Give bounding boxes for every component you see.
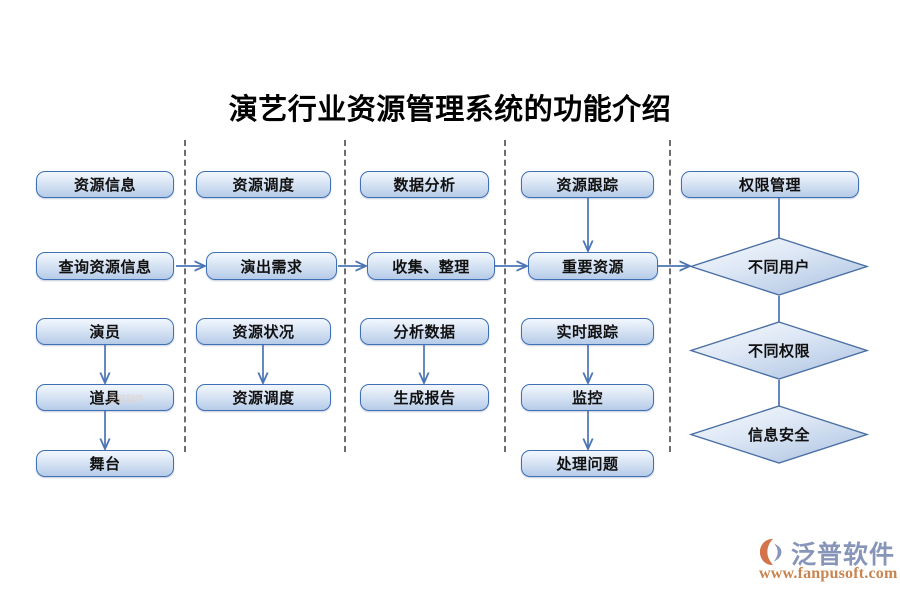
node-performer[interactable]: 演员 — [36, 318, 174, 345]
node-props[interactable]: 道具 — [36, 384, 174, 411]
node-generate-report[interactable]: 生成报告 — [360, 384, 489, 411]
column-divider-3 — [504, 140, 506, 452]
node-handle-issue[interactable]: 处理问题 — [521, 450, 654, 477]
node-label: 不同用户 — [747, 259, 810, 276]
brand-logo: 泛普软件 www.fanpusoft.com — [758, 535, 897, 587]
node-header-resource-scheduling[interactable]: 资源调度 — [196, 171, 331, 198]
node-header-permission-management[interactable]: 权限管理 — [681, 171, 859, 198]
node-analyze-data[interactable]: 分析数据 — [360, 318, 489, 345]
brand-name: 泛普软件 — [791, 541, 896, 569]
node-resource-dispatch[interactable]: 资源调度 — [196, 384, 331, 411]
node-query-resource-info[interactable]: 查询资源信息 — [36, 252, 174, 280]
brand-url: www.fanpusoft.com — [759, 565, 898, 582]
node-information-security[interactable]: 信息安全 — [688, 405, 870, 464]
fanpu-logo-icon — [759, 538, 782, 566]
node-header-resource-info[interactable]: 资源信息 — [36, 171, 174, 198]
node-monitoring[interactable]: 监控 — [521, 384, 654, 411]
node-header-resource-tracking[interactable]: 资源跟踪 — [521, 171, 654, 198]
node-label: 信息安全 — [747, 427, 810, 444]
node-different-users[interactable]: 不同用户 — [688, 237, 870, 296]
column-divider-4 — [669, 140, 671, 452]
page-title: 演艺行业资源管理系统的功能介绍 — [228, 94, 672, 126]
node-key-resource[interactable]: 重要资源 — [528, 252, 658, 280]
diamond-shape — [688, 321, 870, 380]
node-realtime-tracking[interactable]: 实时跟踪 — [521, 318, 654, 345]
node-label: 不同权限 — [747, 343, 810, 360]
node-header-data-analysis[interactable]: 数据分析 — [360, 171, 489, 198]
node-stage[interactable]: 舞台 — [36, 450, 174, 477]
diamond-shape — [688, 237, 870, 296]
column-divider-2 — [344, 140, 346, 452]
diamond-shape — [688, 405, 870, 464]
node-collect-organize[interactable]: 收集、整理 — [367, 252, 495, 280]
node-performance-demand[interactable]: 演出需求 — [206, 252, 337, 280]
column-divider-1 — [184, 140, 186, 452]
node-resource-status[interactable]: 资源状况 — [196, 318, 331, 345]
node-different-permissions[interactable]: 不同权限 — [688, 321, 870, 380]
